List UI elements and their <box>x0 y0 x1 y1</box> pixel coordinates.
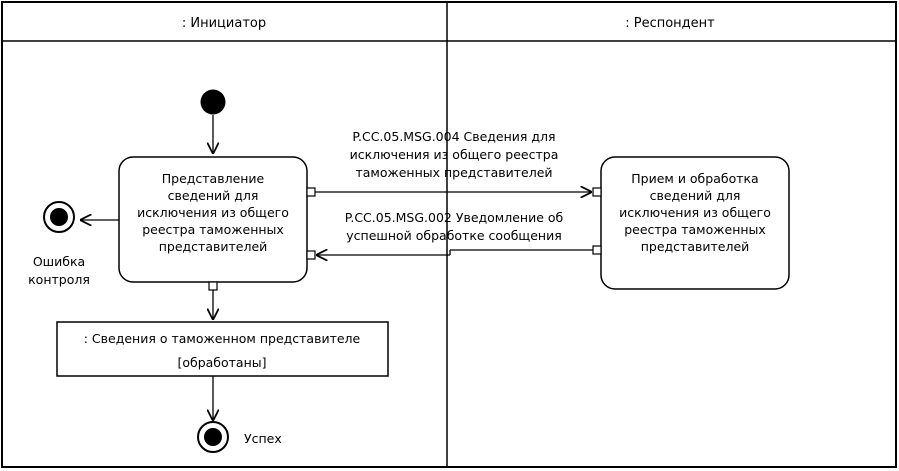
action-submit-label: Представление сведений для исключения из… <box>137 171 289 254</box>
final-node-success <box>197 421 229 453</box>
action-receive-line: представителей <box>641 239 750 254</box>
message-request-line: исключения из общего реестра <box>350 147 559 162</box>
message-request-label: P.CC.05.MSG.004 Сведения для исключения … <box>350 129 559 180</box>
message-request-line: таможенных представителей <box>355 165 552 180</box>
action-submit-line: исключения из общего <box>137 205 289 220</box>
message-request-line: P.CC.05.MSG.004 Сведения для <box>352 129 555 144</box>
output-pin-reply <box>592 245 602 255</box>
lane-respondent-title: : Респондент <box>625 16 715 31</box>
input-pin-request <box>592 187 602 197</box>
action-receive-line: реестра таможенных <box>624 222 766 237</box>
final-node-error-label: Ошибка <box>33 254 85 269</box>
input-pin-reply <box>306 250 316 260</box>
message-reply-line: P.CC.05.MSG.002 Уведомление об <box>345 210 564 225</box>
final-node-error-dot <box>50 208 68 226</box>
action-receive-line: Прием и обработка <box>631 171 758 186</box>
lane-initiator-title: : Инициатор <box>182 16 266 31</box>
message-reply-line: успешной обработке сообщения <box>346 228 561 243</box>
object-node-customs-info <box>56 321 389 377</box>
action-submit-line: реестра таможенных <box>142 222 284 237</box>
output-pin-request <box>306 187 316 197</box>
object-node-state: [обработаны] <box>177 355 266 370</box>
action-receive-line: сведений для <box>650 188 741 203</box>
object-node-name: : Сведения о таможенном представителе <box>84 331 361 346</box>
final-node-error-label: контроля <box>28 272 90 287</box>
final-node-success-dot <box>204 428 222 446</box>
action-receive-line: исключения из общего <box>619 205 771 220</box>
action-submit-line: сведений для <box>168 188 259 203</box>
action-receive-data <box>600 156 790 290</box>
action-submit-line: Представление <box>162 171 265 186</box>
message-reply-label: P.CC.05.MSG.002 Уведомление об успешной … <box>345 210 564 243</box>
output-pin-object <box>208 281 218 291</box>
final-node-success-label: Успех <box>244 431 282 446</box>
final-node-error <box>43 201 75 233</box>
action-receive-label: Прием и обработка сведений для исключени… <box>619 171 771 254</box>
initial-node <box>200 89 226 115</box>
action-submit-line: представителей <box>159 239 268 254</box>
